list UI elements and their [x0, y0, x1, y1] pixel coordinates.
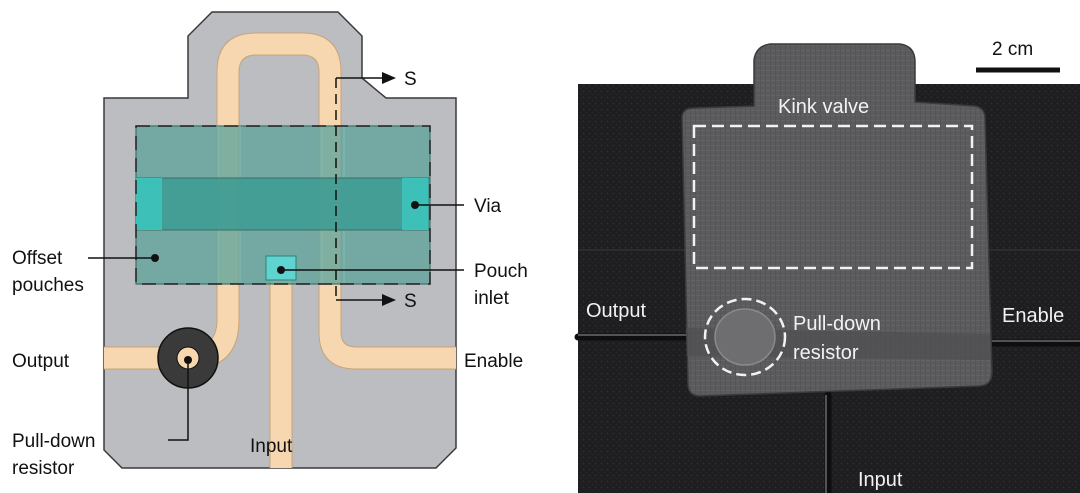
pouch-dashed-outline: [135, 125, 431, 285]
schematic-panel: S S Via Offset pouches Pouch inlet Outpu…: [12, 11, 528, 479]
section-label-bottom: S: [404, 291, 417, 312]
tube-highlights: [578, 334, 1080, 493]
schematic-input-label: Input: [250, 436, 293, 457]
photo-pulldown-line2: resistor: [793, 342, 859, 364]
schematic-enable-label: Enable: [464, 351, 523, 372]
tubes: [574, 333, 1080, 493]
pulldown-label-line2: resistor: [12, 458, 75, 479]
via-label: Via: [474, 196, 502, 217]
photo-device: [681, 43, 993, 397]
photo-input-label: Input: [858, 469, 903, 491]
photo-pulldown-line1: Pull-down: [793, 313, 881, 335]
pouch-label-line1: Pouch: [474, 261, 528, 282]
scale-label: 2 cm: [992, 39, 1033, 60]
photo-output-label: Output: [586, 300, 646, 322]
kink-valve-box: [692, 124, 974, 270]
section-arrow-bottom: [382, 294, 396, 306]
schematic-output-label: Output: [12, 351, 70, 372]
photo-enable-label: Enable: [1002, 305, 1064, 327]
pouch-seams: [217, 126, 345, 284]
offset-label-line1: Offset: [12, 248, 63, 269]
photo-panel: 2 cm Kink valve Output Enable Pull-down …: [574, 39, 1080, 493]
photo-resistor: [714, 308, 776, 366]
pulldown-label-line1: Pull-down: [12, 431, 95, 452]
kink-valve-label: Kink valve: [778, 96, 869, 118]
section-line: [335, 77, 382, 301]
leader-lines: [88, 204, 464, 441]
pouch-label-line2: inlet: [474, 288, 510, 309]
section-arrow-top: [382, 72, 396, 84]
via-left: [136, 178, 162, 230]
photo-resistor-ring: [703, 297, 787, 377]
section-label-top: S: [404, 69, 417, 90]
leader-dots: [151, 201, 419, 364]
offset-label-line2: pouches: [12, 275, 84, 296]
pouch-middle-band: [135, 177, 431, 231]
loop-channel: [217, 33, 456, 369]
